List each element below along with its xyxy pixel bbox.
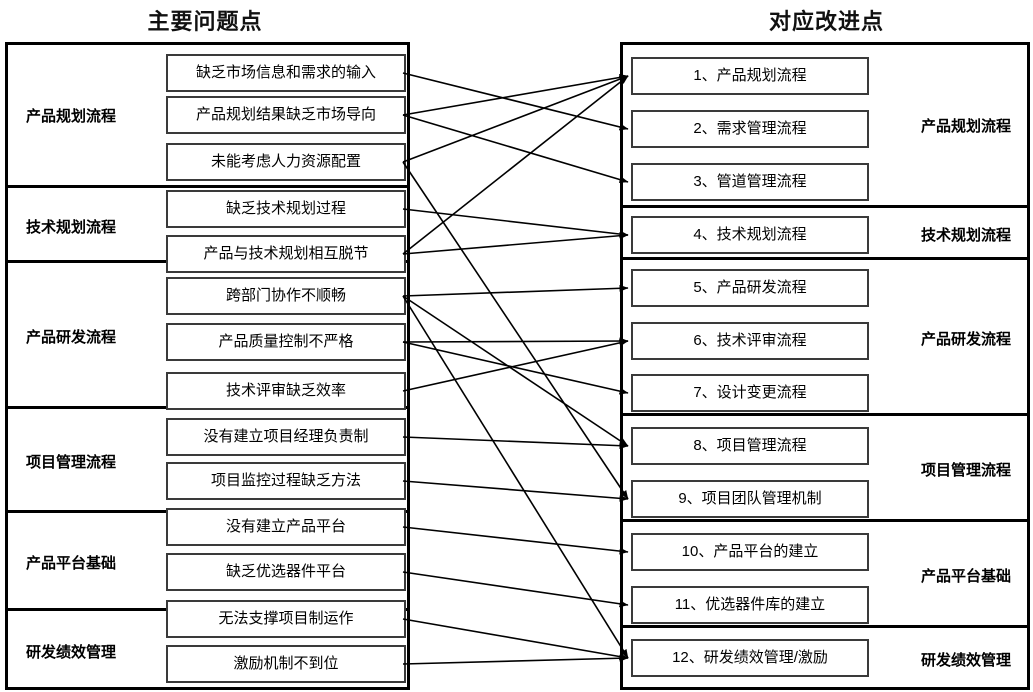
connector-arrow [402,295,629,659]
connector-arrow [402,436,629,450]
connector-arrow [402,75,629,255]
group-label: 产品规划流程 [920,118,1011,135]
group-row: 研发绩效管理 [623,628,1027,690]
improvement-item[interactable]: 6、技术评审流程 [631,322,869,360]
problem-item[interactable]: 激励机制不到位 [166,645,406,683]
group-row: 产品规划流程 [623,42,1027,208]
group-label: 产品研发流程 [26,329,117,346]
problem-item[interactable]: 缺乏优选器件平台 [166,553,406,591]
problem-item[interactable]: 项目监控过程缺乏方法 [166,462,406,500]
left-column-title: 主要问题点 [147,9,263,34]
group-label: 产品平台基础 [26,555,117,572]
problem-item[interactable]: 产品规划结果缺乏市场导向 [166,96,406,134]
group-row: 研发绩效管理 [8,611,407,690]
problems-panel: 产品规划流程 缺乏市场信息和需求的输入产品规划结果缺乏市场导向未能考虑人力资源配置… [5,42,410,690]
improvement-item[interactable]: 7、设计变更流程 [631,374,869,412]
connector-arrow [402,208,629,238]
connector-arrow [402,571,629,608]
group-row: 技术规划流程 [623,208,1027,260]
problem-item[interactable]: 跨部门协作不顺畅 [166,277,406,315]
problem-item[interactable]: 没有建立项目经理负责制 [166,418,406,456]
improvement-item[interactable]: 2、需求管理流程 [631,110,869,148]
improvement-item[interactable]: 10、产品平台的建立 [631,533,869,571]
improvement-item[interactable]: 11、优选器件库的建立 [631,586,869,624]
group-label: 项目管理流程 [26,454,117,471]
improvement-item[interactable]: 3、管道管理流程 [631,163,869,201]
problem-item[interactable]: 缺乏市场信息和需求的输入 [166,54,406,92]
problem-item[interactable]: 无法支撑项目制运作 [166,600,406,638]
improvement-item[interactable]: 1、产品规划流程 [631,57,869,95]
problem-item[interactable]: 产品与技术规划相互脱节 [166,235,406,273]
group-label: 产品规划流程 [26,108,117,125]
improvements-panel: 产品规划流程 1、产品规划流程 2、需求管理流程 3、管道管理流程技术规划流程 4、技术… [620,42,1030,690]
improvement-item[interactable]: 9、项目团队管理机制 [631,480,869,518]
connector-arrow [402,284,629,297]
connector-arrow [402,339,629,392]
connector-arrow [402,341,629,395]
group-label: 项目管理流程 [920,462,1011,479]
connector-arrow [402,526,629,555]
connector-arrow [402,114,629,183]
improvement-item[interactable]: 5、产品研发流程 [631,269,869,307]
problem-item[interactable]: 产品质量控制不严格 [166,323,406,361]
connector-arrow [402,75,629,163]
group-row: 产品规划流程 [8,42,407,188]
connector-arrow [402,295,629,447]
group-row: 产品平台基础 [623,522,1027,628]
problem-item[interactable]: 缺乏技术规划过程 [166,190,406,228]
right-column-title: 对应改进点 [768,9,884,34]
connector-arrow [402,72,629,131]
connector-arrow [402,618,629,660]
group-label: 产品研发流程 [920,331,1011,348]
group-label: 技术规划流程 [26,218,117,236]
connector-arrow [402,74,629,116]
connector-arrow [402,337,629,345]
problem-item[interactable]: 未能考虑人力资源配置 [166,143,406,181]
group-label: 研发绩效管理 [920,652,1011,669]
group-label: 研发绩效管理 [26,643,117,661]
group-label: 技术规划流程 [920,227,1011,244]
connector-arrow [402,654,629,665]
connector-arrow [402,161,629,500]
improvement-item[interactable]: 12、研发绩效管理/激励 [631,639,869,677]
group-row: 项目管理流程 [623,416,1027,522]
improvement-item[interactable]: 4、技术规划流程 [631,216,869,254]
connector-arrow [402,232,629,255]
group-row: 产品研发流程 [623,260,1027,416]
connector-arrow [402,480,629,502]
problem-item[interactable]: 没有建立产品平台 [166,508,406,546]
improvement-item[interactable]: 8、项目管理流程 [631,427,869,465]
group-label: 产品平台基础 [920,568,1011,585]
problem-item[interactable]: 技术评审缺乏效率 [166,372,406,410]
